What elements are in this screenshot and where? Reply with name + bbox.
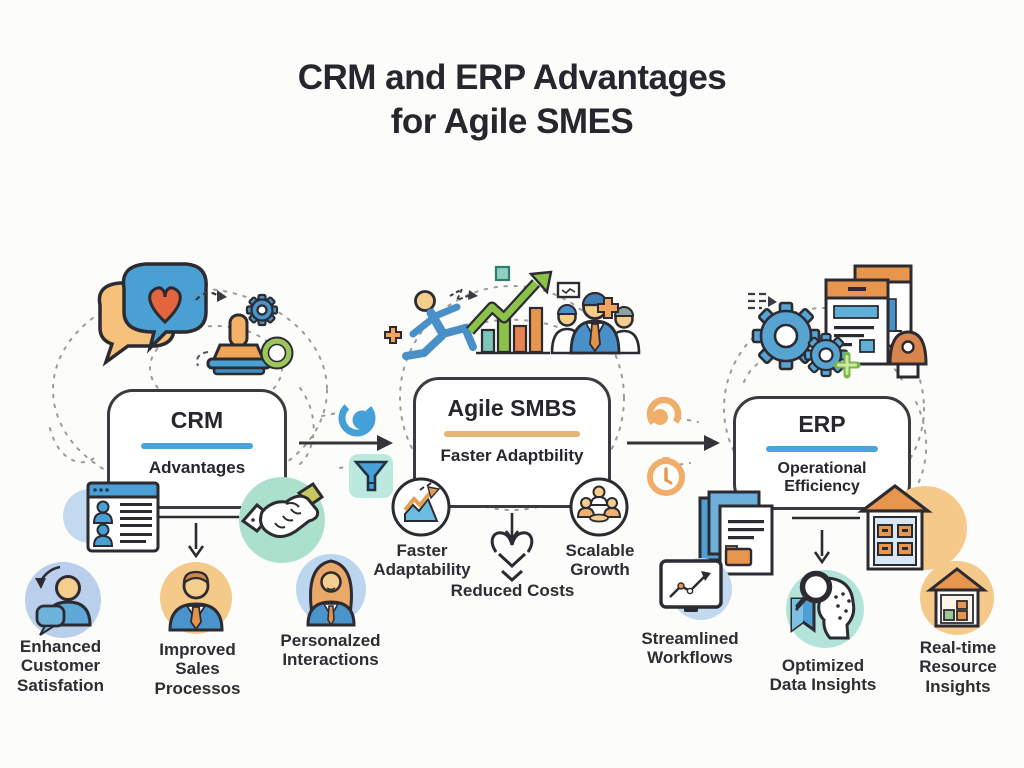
title-line-1: CRM and ERP Advantages — [297, 58, 727, 97]
title-line-2: for Agile SMES — [390, 102, 634, 142]
benefit-label-reduced-costs: Reduced Costs — [450, 581, 575, 600]
crm-node-subtitle: Advantages — [148, 458, 246, 477]
erp-node-subtitle: Operational Efficiency — [777, 460, 867, 495]
benefit-label-enhanced-customer-satisfaction: Enhanced Customer Satisfation — [17, 637, 104, 695]
erp-divider — [766, 446, 878, 452]
benefit-label-realtime-resource-insights: Real-time Resource Insights — [919, 638, 997, 696]
agile-node-title: Agile SMBS — [447, 395, 577, 421]
benefit-label-scalable-growth: Scalable Growth — [565, 541, 635, 580]
erp-node: ERP Operational Efficiency — [733, 396, 911, 510]
crm-divider — [141, 443, 253, 449]
benefit-label-streamlined-workflows: Streamlined Workflows — [641, 629, 739, 668]
benefit-label-improved-sales-processes: Improved Sales Processos — [154, 640, 241, 698]
page-title: CRM and ERP Advantages for Agile SMES — [0, 56, 1024, 144]
agile-smbs-node: Agile SMBS Faster Adaptbility — [413, 377, 611, 508]
crm-node: CRM Advantages — [107, 389, 287, 509]
benefit-label-personalized-interactions: Personalzed Interactions — [280, 631, 381, 670]
agile-node-subtitle: Faster Adaptbility — [440, 446, 584, 465]
erp-node-title: ERP — [798, 411, 846, 437]
agile-divider — [444, 431, 580, 437]
benefit-label-faster-adaptability: Faster Adaptability — [373, 541, 471, 580]
crm-node-title: CRM — [170, 407, 224, 433]
benefit-label-optimized-data-insights: Optimized Data Insights — [769, 656, 877, 695]
